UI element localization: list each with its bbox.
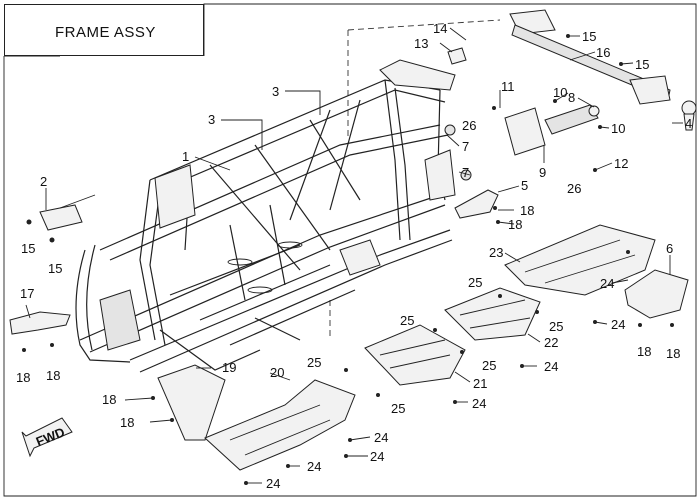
callout-14: 14 xyxy=(433,21,447,36)
part-15-bracket-right xyxy=(629,75,671,105)
callout-9: 9 xyxy=(539,165,546,180)
callout-25c: 25 xyxy=(400,313,414,328)
callout-25f: 25 xyxy=(549,319,563,334)
part-22-skid-plate xyxy=(444,287,541,341)
part-17-bracket xyxy=(9,311,71,335)
callout-6: 6 xyxy=(666,241,673,256)
fwd-label: FWD xyxy=(34,424,67,449)
callout-5: 5 xyxy=(521,178,528,193)
callout-11: 11 xyxy=(501,79,515,94)
part-8-pin-hole xyxy=(588,105,600,117)
part-5-bracket xyxy=(454,189,499,219)
callout-24a: 24 xyxy=(374,430,388,445)
callout-numbers: 1 2 3 3 4 5 6 7 7 8 9 10 10 11 12 13 14 … xyxy=(16,21,692,491)
callout-25d: 25 xyxy=(482,358,496,373)
callout-18a: 18 xyxy=(16,370,30,385)
callout-24f: 24 xyxy=(544,359,558,374)
callout-15a: 15 xyxy=(582,29,596,44)
diagram-border xyxy=(3,3,697,497)
callout-15d: 15 xyxy=(48,261,62,276)
callout-10a: 10 xyxy=(553,85,567,100)
callout-24e: 24 xyxy=(472,396,486,411)
callout-24c: 24 xyxy=(307,459,321,474)
callout-12: 12 xyxy=(614,156,628,171)
part-13-plate xyxy=(447,47,467,65)
part-8-hitch-tube xyxy=(544,104,599,135)
callout-24h: 24 xyxy=(600,276,614,291)
callout-18d: 18 xyxy=(120,415,134,430)
callout-25e: 25 xyxy=(468,275,482,290)
part-9-hitch-bracket xyxy=(504,107,546,156)
part-23-skid-plate xyxy=(504,224,656,296)
main-frame xyxy=(75,59,456,373)
callout-21: 21 xyxy=(473,376,487,391)
leader-lines xyxy=(25,27,683,484)
callout-26b: 26 xyxy=(567,181,581,196)
callout-22: 22 xyxy=(544,335,558,350)
fwd-arrow: FWD xyxy=(21,417,73,458)
callout-26a: 26 xyxy=(462,118,476,133)
callout-7b: 7 xyxy=(462,165,469,180)
callout-24g: 24 xyxy=(611,317,625,332)
callout-3a: 3 xyxy=(272,84,279,99)
part-20-skid-plate xyxy=(204,379,356,471)
diagram-title: FRAME ASSY xyxy=(55,24,156,41)
part-21-skid-plate xyxy=(364,324,466,386)
callout-17: 17 xyxy=(20,286,34,301)
callout-23: 23 xyxy=(489,245,503,260)
part-7-bushing xyxy=(460,169,472,181)
callout-4: 4 xyxy=(685,116,692,131)
callout-25b: 25 xyxy=(391,401,405,416)
callout-18b: 18 xyxy=(46,368,60,383)
callout-18f: 18 xyxy=(508,217,522,232)
part-6-guard xyxy=(624,269,689,319)
callout-24b: 24 xyxy=(370,449,384,464)
part-2-bracket xyxy=(39,204,83,231)
title-box: FRAME ASSY xyxy=(4,4,204,56)
callout-20: 20 xyxy=(270,365,284,380)
rear-guide-dashed xyxy=(347,19,501,140)
part-19-guard xyxy=(157,364,226,441)
callout-25a: 25 xyxy=(307,355,321,370)
part-4-hitch-ball xyxy=(681,100,697,116)
callout-16: 16 xyxy=(596,45,610,60)
part-26-bushing xyxy=(444,124,456,136)
callout-24d: 24 xyxy=(266,476,280,491)
callout-18h: 18 xyxy=(666,346,680,361)
callout-7a: 7 xyxy=(462,139,469,154)
callout-1: 1 xyxy=(182,149,189,164)
callout-3b: 3 xyxy=(208,112,215,127)
callout-15b: 15 xyxy=(635,57,649,72)
callout-8: 8 xyxy=(568,90,575,105)
callout-2: 2 xyxy=(40,174,47,189)
callout-18g: 18 xyxy=(637,344,651,359)
callout-18e: 18 xyxy=(520,203,534,218)
callout-18c: 18 xyxy=(102,392,116,407)
callout-13: 13 xyxy=(414,36,428,51)
callout-15c: 15 xyxy=(21,241,35,256)
callout-19: 19 xyxy=(222,360,236,375)
callout-10b: 10 xyxy=(611,121,625,136)
